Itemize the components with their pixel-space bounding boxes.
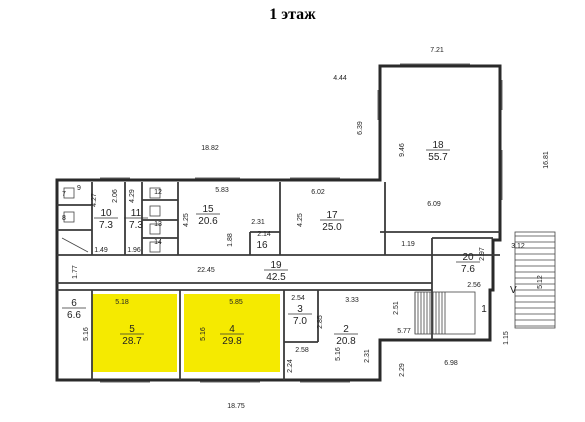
dimension-label: 5.16	[200, 327, 207, 341]
room-number-5: 5	[129, 324, 135, 335]
dimension-label: 2.54	[291, 295, 305, 302]
dimension-label: 2.31	[251, 219, 265, 226]
room-area-10: 7.3	[99, 220, 113, 231]
dimension-label: 5.83	[215, 187, 229, 194]
room-area-20: 7.6	[461, 264, 475, 275]
dimension-label: 5.16	[335, 347, 342, 361]
room-number-20: 20	[462, 252, 474, 263]
room-4-highlight[interactable]	[184, 294, 280, 372]
entrance-porch	[514, 231, 556, 329]
room-number-8: 8	[62, 215, 66, 222]
room-number-19: 19	[270, 260, 282, 271]
room-number-6: 6	[71, 298, 77, 309]
entrance-label: V	[510, 285, 517, 296]
dimension-label: 1.15	[503, 331, 510, 345]
dimension-label: 3.12	[511, 243, 525, 250]
room-area-19: 42.5	[266, 272, 286, 283]
room-area-6: 6.6	[67, 310, 81, 321]
staircase	[414, 291, 476, 335]
room-area-17: 25.0	[322, 222, 342, 233]
room-area-15: 20.6	[198, 216, 218, 227]
room-number-18: 18	[432, 140, 444, 151]
dimension-label: 1.19	[401, 241, 415, 248]
room-number-13: 13	[154, 221, 162, 228]
outer-walls	[55, 64, 502, 382]
dimension-label: 1.49	[94, 247, 108, 254]
dimension-label: 4.44	[333, 75, 347, 82]
dimension-label: 2.58	[295, 347, 309, 354]
dimension-label: 5.85	[229, 299, 243, 306]
dimension-label: 2.31	[364, 349, 371, 363]
room-number-14: 14	[154, 239, 162, 246]
dimension-label: 6.09	[427, 201, 441, 208]
dimension-label: 5.12	[537, 275, 544, 289]
room-area-5: 28.7	[122, 336, 142, 347]
dimension-label: 2.29	[399, 363, 406, 377]
room-number-17: 17	[326, 210, 338, 221]
dimension-label: 18.82	[201, 145, 219, 152]
dimension-label: 1.96	[127, 247, 141, 254]
dimension-label: 1.88	[227, 233, 234, 247]
dimension-label: 2.06	[112, 189, 119, 203]
room-number-1: 1	[481, 304, 487, 315]
room-number-12: 12	[154, 189, 162, 196]
windows	[100, 63, 503, 383]
room-number-4: 4	[229, 324, 235, 335]
room-area-11: 7.3	[129, 220, 143, 231]
room-area-2: 20.8	[336, 336, 356, 347]
dimension-label: 7.21	[430, 47, 444, 54]
dimension-label: 9.46	[399, 143, 406, 157]
room-number-10: 10	[100, 208, 112, 219]
dimension-label: 2.51	[393, 301, 400, 315]
dimension-label: 5.18	[115, 299, 129, 306]
dimension-label: 16.81	[543, 151, 550, 169]
dimension-label: 6.02	[311, 189, 325, 196]
room-number-2: 2	[343, 324, 349, 335]
interior-walls	[57, 182, 500, 380]
dimension-label: 4.25	[183, 213, 190, 227]
room-number-7: 7	[62, 191, 66, 198]
dimension-label: 4.25	[297, 213, 304, 227]
room-number-15: 15	[202, 204, 214, 215]
room-area-4: 29.8	[222, 336, 242, 347]
room-labels: 1855.71520.61725.016107.3117.31942.5207.…	[62, 140, 487, 347]
dimension-label: 2.56	[467, 282, 481, 289]
dimension-labels: 7.21 4.44 6.39 9.46 16.81 18.82 5.83 6.02 6.09 4.…	[72, 47, 550, 410]
room-5-highlight[interactable]	[92, 294, 177, 372]
room-area-18: 55.7	[428, 152, 448, 163]
room-area-3: 7.0	[293, 316, 307, 327]
room-number-11: 11	[131, 208, 142, 219]
dimension-label: 4.27	[91, 193, 98, 207]
dimension-label: 3.33	[345, 297, 359, 304]
dimension-label: 2.14	[257, 231, 271, 238]
dimension-label: 2.97	[479, 247, 486, 261]
dimension-label: 2.24	[287, 359, 294, 373]
dimension-label: 2.85	[317, 315, 324, 329]
dimension-label: 6.39	[357, 121, 364, 135]
dimension-label: 6.98	[444, 360, 458, 367]
room-number-16: 16	[256, 240, 268, 251]
dimension-label: 5.77	[397, 328, 411, 335]
room-number-3: 3	[297, 304, 303, 315]
dimension-label: 5.16	[83, 327, 90, 341]
dimension-label: 22.45	[197, 267, 215, 274]
dimension-label: 4.29	[129, 189, 136, 203]
dimension-label: 18.75	[227, 403, 245, 410]
dimension-label: 1.77	[72, 265, 79, 279]
floor-title: 1 этаж	[269, 6, 316, 23]
room-number-9: 9	[77, 185, 81, 192]
restroom-fixtures	[61, 187, 161, 253]
